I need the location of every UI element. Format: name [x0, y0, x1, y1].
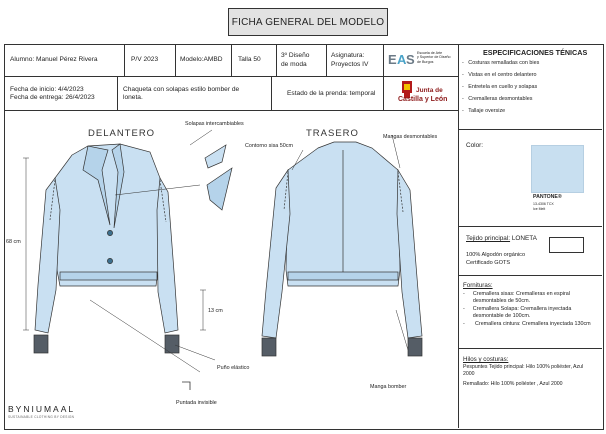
back-label: TRASERO: [306, 128, 359, 139]
brand-logo: BYNIUMAAL: [8, 404, 76, 414]
callout-bomber: Manga bomber: [370, 384, 407, 390]
threads-line: 2000: [463, 371, 475, 377]
course-line1: 3º Diseño: [281, 52, 310, 59]
junta-line2: Castilla y León: [398, 96, 448, 103]
cell-divider: [124, 44, 125, 76]
row-divider-2: [4, 110, 458, 111]
spec-bullet: - Tallaje oversize: [462, 108, 506, 114]
threads-line: Pespuntes Tejido principal: Hilo 100% po…: [463, 364, 584, 370]
cell-divider: [271, 76, 272, 110]
school-name: Escuela de Arte y Superior de Diseño de …: [417, 51, 451, 64]
trim-item: -Cremallera cintura: Cremallera inyectad…: [463, 321, 591, 327]
garment-status: Estado de la prenda: temporal: [287, 90, 376, 97]
cell-divider: [326, 44, 327, 76]
fabric-value: LONETA: [510, 235, 537, 242]
threads-line: Remallado: Hilo 100% poliéster , Azul 20…: [463, 381, 563, 387]
callout-sleeves: Mangas desmontables: [383, 134, 438, 140]
specs-divider-h: [458, 226, 602, 227]
trim-item: -Cremallera Solapa: Cremallera inyectada…: [463, 306, 601, 320]
subject-label: Asignatura:: [331, 52, 365, 59]
school-line: y Superior de Diseño: [417, 55, 451, 60]
color-swatch: [531, 145, 584, 193]
cell-divider: [383, 44, 384, 110]
fabric-composition: 100% Algodón orgánico: [466, 252, 526, 258]
pantone-label: PANTONE®: [533, 194, 562, 200]
description-line1: Chaqueta con solapas estilo bomber de: [123, 86, 240, 93]
season: P/V 2023: [131, 56, 159, 63]
school-line: de Burgos: [417, 59, 434, 64]
spec-bullet: - Entretela en cuello y solapas: [462, 84, 538, 90]
callout-stitch: Puntada invisible: [176, 400, 217, 406]
trim-item: -Cremallera sisas: Cremalleras en espira…: [463, 291, 601, 305]
junta-line1: Junta de: [416, 87, 443, 94]
specs-divider: [458, 44, 459, 428]
row-divider-1: [4, 76, 458, 77]
spec-bullet: - Vistas en el centro delantero: [462, 72, 537, 78]
trim-text: Cremallera sisas: Cremalleras en espiral…: [472, 291, 570, 304]
page-title: FICHA GENERAL DEL MODELO: [228, 8, 388, 36]
specs-title: ESPECIFICACIONES TÉNICAS: [483, 48, 588, 57]
callout-length: 68 cm: [6, 239, 21, 245]
fabric-main: Tejido principal: LONETA: [466, 235, 537, 242]
color-label: Color:: [466, 142, 484, 149]
due-date: Fecha de entrega: 26/4/2023: [10, 94, 95, 101]
callout-lapels: Solapas intercambiables: [185, 121, 244, 127]
spec-bullet-text: Costuras remalladas con bies: [468, 60, 540, 66]
trims-list: -Cremallera sisas: Cremalleras en espira…: [463, 291, 601, 328]
fabric-label: Tejido principal:: [466, 235, 511, 242]
callout-13cm: 13 cm: [208, 308, 223, 314]
spec-bullet-text: Vistas en el centro delantero: [468, 72, 537, 78]
trim-text: Cremallera Solapa: Cremallera inyectada …: [472, 306, 572, 319]
cell-divider: [276, 44, 277, 76]
start-date: Fecha de inicio: 4/4/2023: [10, 86, 84, 93]
cell-divider: [231, 44, 232, 76]
trim-text: Cremallera cintura: Cremallera inyectada…: [475, 321, 591, 327]
spec-bullet-text: Cremalleras desmontables: [468, 96, 533, 102]
sheet-frame: [4, 44, 604, 430]
spec-bullet-text: Tallaje oversize: [468, 108, 506, 114]
course-line2: de moda: [281, 61, 307, 68]
spec-bullet: - Cremalleras desmontables: [462, 96, 533, 102]
size: Talla 50: [238, 56, 261, 63]
description-line2: loneta.: [123, 94, 143, 101]
specs-divider-h: [458, 348, 602, 349]
spec-bullet-text: Entretela en cuello y solapas: [468, 84, 538, 90]
cell-divider: [117, 76, 118, 110]
pantone-name: Ice Melt: [533, 207, 546, 211]
threads-text: Pespuntes Tejido principal: Hilo 100% po…: [463, 364, 601, 388]
callout-cuff: Puño elástico: [217, 365, 250, 371]
cell-divider: [175, 44, 176, 76]
subject-value: Proyectos IV: [331, 61, 369, 68]
specs-divider-h: [458, 275, 602, 276]
trims-label: Fornituras:: [463, 282, 493, 289]
specs-bullets: - Costuras remalladas con bies - Vistas …: [462, 60, 600, 115]
school-line: Escuela de Arte: [417, 51, 443, 55]
spec-bullet: - Costuras remalladas con bies: [462, 60, 540, 66]
brand-tagline: SUSTAINABLE CLOTHING BY DESIGN: [8, 415, 75, 419]
pantone-code: 13-4306 TCX: [533, 202, 554, 206]
model-code: Modelo:AMBD: [180, 56, 223, 63]
front-label: DELANTERO: [88, 128, 156, 139]
student-name: Alumno: Manuel Pérez Rivera: [10, 56, 98, 63]
callout-armhole: Contorno sisa 50cm: [245, 143, 293, 149]
threads-label: Hilos y costuras:: [463, 356, 509, 363]
specs-divider-h: [458, 129, 602, 130]
fabric-sample-box: [549, 237, 584, 253]
fabric-certification: Certificado GOTS: [466, 260, 511, 266]
